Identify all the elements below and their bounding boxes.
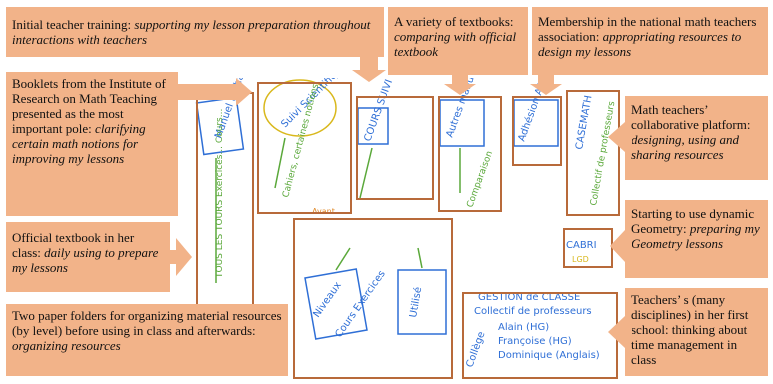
callout-textbooks-italic: comparing with official textbook [394, 29, 517, 59]
callout-textbooks-lead: A variety of textbooks: [394, 14, 514, 29]
callout-membership-lead: Membership in the national math teachers… [538, 14, 757, 44]
folder-right [397, 269, 447, 335]
suivi-stem [274, 137, 286, 189]
folder-left [304, 268, 368, 340]
gestion-label: GESTION de CLASSE [478, 292, 580, 303]
name-1: Alain (HG) [498, 322, 549, 333]
callout-membership: Membership in the national math teachers… [532, 7, 768, 75]
frame-casemath [566, 90, 620, 216]
callout-platform: Math teachers’ collaborative platform: d… [625, 96, 768, 180]
callout-paper-folders-italic: organizing resources [12, 338, 121, 353]
callout-dynamic-geometry-italic: preparing my Geometry lessons [631, 221, 760, 251]
arrow-official-textbook [170, 238, 192, 276]
folder-arrow-right [417, 247, 423, 269]
callout-dynamic-geometry: Starting to use dynamic Geometry: prepar… [625, 200, 768, 278]
folder-arrow-left [335, 247, 351, 271]
frame-gestion [462, 292, 618, 379]
suivi-circle [263, 79, 337, 137]
manuel-note: TOUS LES TOURS Exercices... Cours... [215, 109, 225, 279]
frame-adhesion [512, 96, 562, 166]
callout-official-textbook-italic: daily using to prepare my lessons [12, 245, 159, 275]
callout-dynamic-geometry-lead: Starting to use dynamic Geometry: [631, 206, 755, 236]
cours-suivi-stem [359, 147, 373, 199]
callout-platform-lead: Math teachers’ collaborative platform: [631, 102, 751, 132]
callout-membership-italic: appropriating resources to design my les… [538, 29, 742, 59]
callout-booklets: Booklets from the Institute of Research … [6, 72, 178, 216]
name-3: Dominique (Anglais) [498, 350, 600, 361]
callout-platform-italic: designing, using and sharing resources [631, 132, 739, 162]
collectif-label: Collectif de professeurs [474, 306, 592, 317]
callout-official-textbook-lead: Official textbook in her class: [12, 230, 135, 260]
callout-booklets-italic: clarifying certain math notions for impr… [12, 121, 146, 166]
callout-initial-training-italic: supporting my lesson preparation through… [12, 17, 371, 47]
cabri-label: CABRI [566, 240, 597, 251]
name-2: Françoise (HG) [498, 336, 572, 347]
callout-textbooks: A variety of textbooks: comparing with o… [388, 7, 528, 75]
avant-label: Avant [312, 207, 335, 216]
callout-teachers-school: Teachers’ s (many disciplines) in her fi… [625, 288, 768, 376]
frame-folders [293, 218, 453, 379]
frame-autres [438, 96, 502, 212]
callout-booklets-lead: Booklets from the Institute of Research … [12, 76, 166, 136]
cabri-note: LGD [572, 255, 589, 264]
autres-box [439, 99, 485, 147]
frame-cours-suivi [356, 96, 434, 200]
callout-paper-folders-lead: Two paper folders for organizing materia… [12, 308, 282, 338]
callout-paper-folders: Two paper folders for organizing materia… [6, 304, 288, 376]
frame-suivi [257, 82, 352, 214]
callout-official-textbook: Official textbook in her class: daily us… [6, 222, 170, 292]
callout-initial-training: Initial teacher training: supporting my … [6, 7, 384, 57]
callout-initial-training-lead: Initial teacher training: [12, 17, 135, 32]
cours-suivi-box [357, 107, 389, 145]
adhesion-box [513, 99, 559, 147]
callout-teachers-school-lead: Teachers’ s (many disciplines) in her fi… [631, 292, 749, 367]
utilise-label: Utilisé [407, 286, 424, 319]
frame-cabri [563, 228, 613, 268]
